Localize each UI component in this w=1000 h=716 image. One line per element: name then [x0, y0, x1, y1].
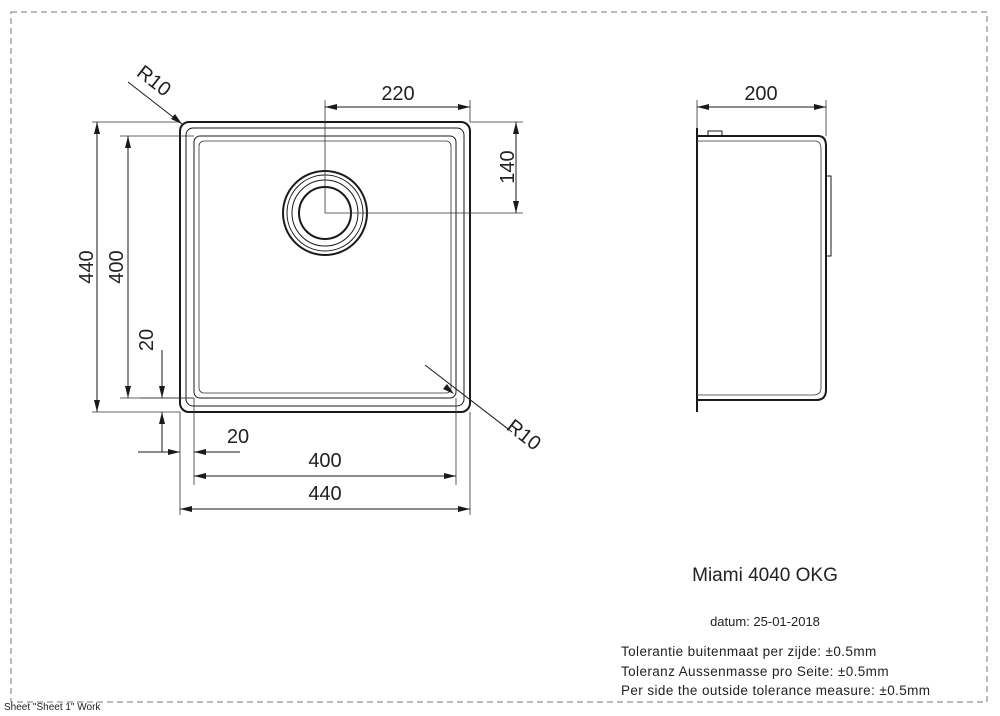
- model-title: Miami 4040 OKG: [692, 565, 838, 586]
- dim-200-label: 200: [744, 83, 777, 105]
- date-label: datum: 25-01-2018: [710, 614, 820, 629]
- title-block: Miami 4040 OKG datum: 25-01-2018 Toleran…: [621, 565, 930, 698]
- side-top-fitting: [707, 130, 723, 137]
- dim-440-vertical: 440: [76, 122, 100, 412]
- dim-20-vertical: 20: [136, 329, 165, 452]
- radius-label-bottom: R10: [502, 415, 544, 455]
- radius-leader-bottom: R10: [424, 364, 545, 455]
- dim-20-horizontal: 20: [138, 426, 249, 455]
- dim-400-vertical: 400: [106, 136, 131, 398]
- dim-400-vertical-label: 400: [106, 250, 128, 283]
- tolerance-de: Toleranz Aussenmasse pro Seite: ±0.5mm: [621, 664, 889, 679]
- dim-400-horizontal-label: 400: [308, 450, 341, 472]
- dim-220: 220: [325, 83, 470, 110]
- radius-leader-top: R10: [127, 61, 183, 125]
- sheet-label: Sheet "Sheet 1" Work: [4, 702, 101, 713]
- dim-440-horizontal-label: 440: [308, 483, 341, 505]
- tolerance-nl: Tolerantie buitenmaat per zijde: ±0.5mm: [621, 644, 877, 659]
- side-body: [697, 135, 827, 401]
- dim-200: 200: [697, 83, 826, 110]
- dim-140-label: 140: [497, 150, 519, 183]
- radius-label-top: R10: [132, 61, 174, 101]
- dim-20-horizontal-label: 20: [227, 426, 249, 448]
- dim-140: 140: [497, 122, 519, 213]
- dim-400-horizontal: 400: [194, 450, 456, 479]
- sheet-frame: [10, 11, 988, 703]
- dim-220-label: 220: [381, 83, 414, 105]
- tolerance-en: Per side the outside tolerance measure: …: [621, 683, 930, 698]
- side-view: 200: [696, 83, 832, 412]
- dim-440-horizontal: 440: [180, 483, 470, 512]
- dim-440-vertical-label: 440: [76, 250, 98, 283]
- dim-20-vertical-label: 20: [136, 329, 158, 351]
- top-view: 220 140 440 400 20: [76, 61, 545, 515]
- side-drain-fitting: [825, 175, 832, 257]
